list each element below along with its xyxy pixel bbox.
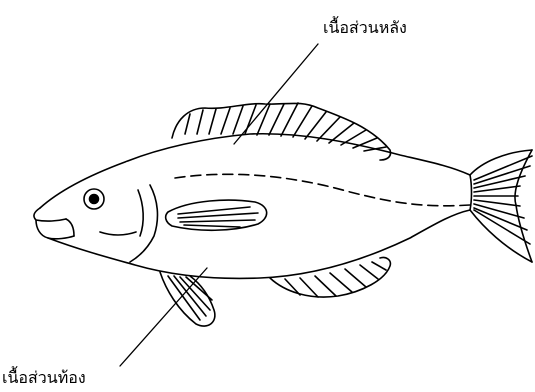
pelvic-fin bbox=[160, 272, 215, 326]
leader-line-dorsal bbox=[234, 44, 318, 144]
eye-icon bbox=[84, 189, 104, 209]
fish-body bbox=[40, 134, 472, 279]
tail-fin bbox=[470, 150, 532, 262]
dorsal-meat-label: เนื้อส่วนหลัง bbox=[323, 20, 407, 36]
anal-fin bbox=[270, 257, 390, 297]
belly-meat-label: เนื้อส่วนท้อง bbox=[2, 370, 86, 386]
pectoral-fin bbox=[166, 200, 267, 230]
dorsal-fin bbox=[172, 103, 391, 160]
